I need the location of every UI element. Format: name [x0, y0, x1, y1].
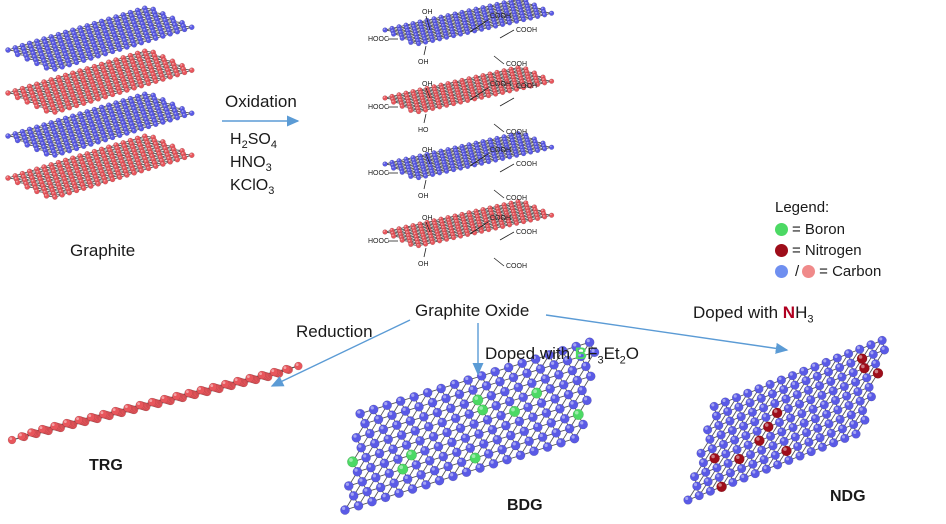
cooh-group: COOH — [490, 13, 511, 20]
graphite-oxide-layer-4 — [382, 199, 555, 249]
bdg-sheet — [340, 337, 600, 515]
cooh-group: COOH — [506, 195, 527, 202]
ndg-label: NDG — [830, 488, 866, 505]
cooh-group: COOH — [516, 83, 537, 90]
graphite-oxide-label: Graphite Oxide — [415, 301, 530, 320]
oh-group: HO — [418, 127, 429, 134]
oxidation-label: Oxidation — [225, 92, 297, 111]
bdg-label: BDG — [507, 497, 543, 514]
ndg-sheet — [683, 335, 890, 505]
graphite-oxide-layer-3 — [382, 131, 555, 181]
boron-swatch-icon — [775, 223, 788, 236]
reduction-arrow — [270, 319, 411, 387]
graphite-oxide-layer-2 — [382, 64, 555, 115]
graphite-layer-4 — [5, 133, 195, 200]
trg-sheet — [7, 361, 303, 445]
legend-boron: = Boron — [775, 219, 935, 240]
cooh-group: COOH — [516, 27, 537, 34]
cooh-group: COOH — [506, 129, 527, 136]
carbon-blue-swatch-icon — [775, 265, 788, 278]
legend-nitrogen-text: = Nitrogen — [792, 242, 862, 259]
oh-group: OH — [422, 215, 433, 222]
legend-boron-text: = Boron — [792, 221, 845, 238]
cooh-group: COOH — [506, 61, 527, 68]
cooh-group: COOH — [506, 263, 527, 270]
legend: Legend: = Boron = Nitrogen / = Carbon — [775, 199, 935, 282]
oh-group: OH — [418, 261, 429, 268]
nitrogen-doping-label: Doped with NH3 — [693, 303, 814, 326]
hooc-group: HOOC — [368, 170, 389, 177]
graphite-layer-3 — [5, 91, 195, 158]
boron-doping-label: Doped with BF3Et2O — [485, 344, 639, 367]
nitrogen-doping-arrow — [545, 314, 789, 354]
cooh-group: COOH — [516, 161, 537, 168]
reagent-hno3: HNO3 — [230, 154, 272, 175]
graphite-layer-2 — [5, 48, 195, 115]
reagent-kclo3: KClO3 — [230, 177, 275, 198]
legend-nitrogen: = Nitrogen — [775, 240, 935, 261]
reagent-h2so4: H2SO4 — [230, 131, 277, 152]
legend-carbon-text: = Carbon — [819, 263, 882, 280]
cooh-group: COOH — [490, 81, 511, 88]
legend-slash: / — [795, 263, 800, 280]
hooc-group: HOOC — [368, 36, 389, 43]
graphite-label: Graphite — [70, 241, 136, 260]
trg-label: TRG — [89, 457, 123, 474]
cooh-group: COOH — [490, 215, 511, 222]
nitrogen-swatch-icon — [775, 244, 788, 257]
oh-group: OH — [422, 9, 433, 16]
cooh-group: COOH — [516, 229, 537, 236]
oh-group: OH — [418, 59, 429, 66]
oh-group: OH — [422, 147, 433, 154]
legend-carbon: / = Carbon — [775, 261, 935, 282]
cooh-group: COOH — [490, 147, 511, 154]
carbon-red-swatch-icon — [802, 265, 816, 278]
hooc-group: HOOC — [368, 104, 389, 111]
hooc-group: HOOC — [368, 238, 389, 245]
graphite-layer-1 — [5, 5, 195, 72]
reduction-label: Reduction — [296, 322, 373, 341]
oh-group: OH — [422, 81, 433, 88]
oh-group: OH — [418, 193, 429, 200]
legend-title: Legend: — [775, 199, 830, 216]
graphite-oxide-layer-1 — [382, 0, 555, 47]
